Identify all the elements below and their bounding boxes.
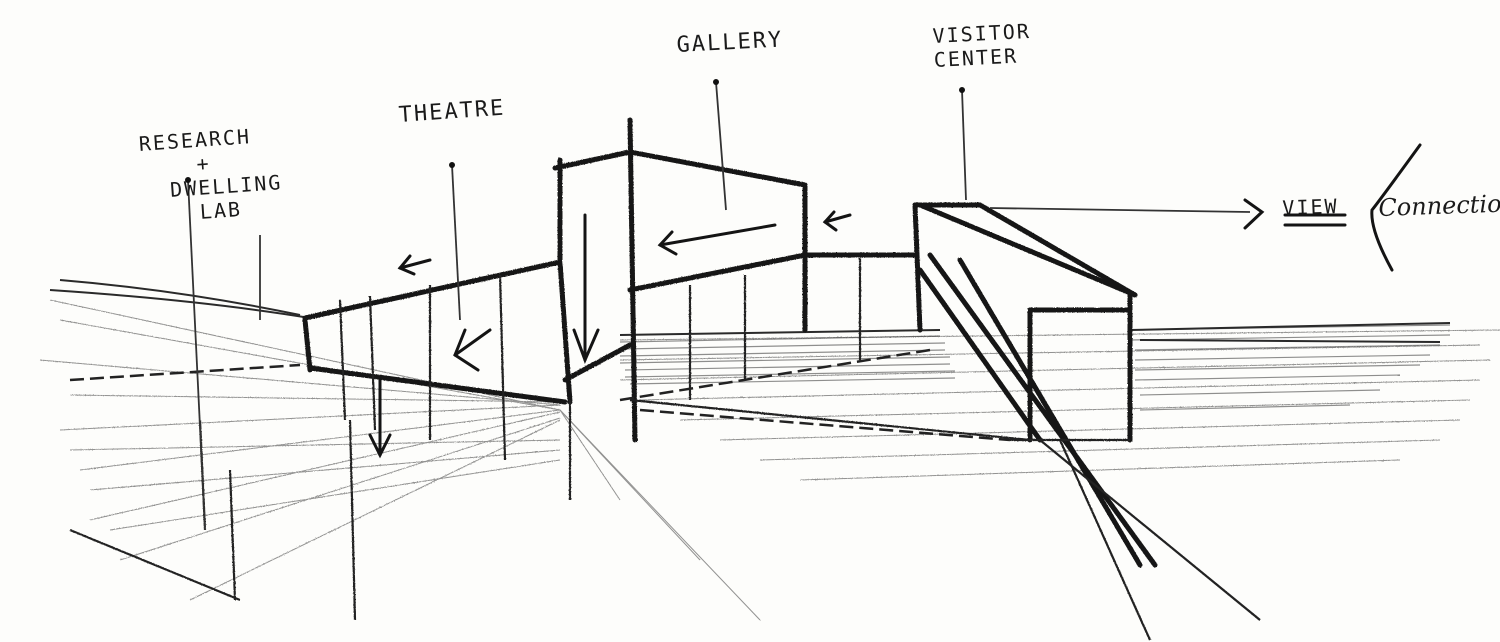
leader-lines	[188, 82, 1250, 530]
label-visitor-center: VISITOR CENTER	[932, 19, 1033, 72]
building-structure	[305, 120, 1155, 565]
flow-arrows	[370, 145, 1420, 455]
label-research-dwelling-lab: RESEARCH + DWELLING LAB	[138, 122, 285, 228]
label-view: VIEW	[1282, 194, 1339, 220]
label-connection: Connection	[1378, 191, 1500, 220]
leader-dots	[185, 79, 965, 183]
